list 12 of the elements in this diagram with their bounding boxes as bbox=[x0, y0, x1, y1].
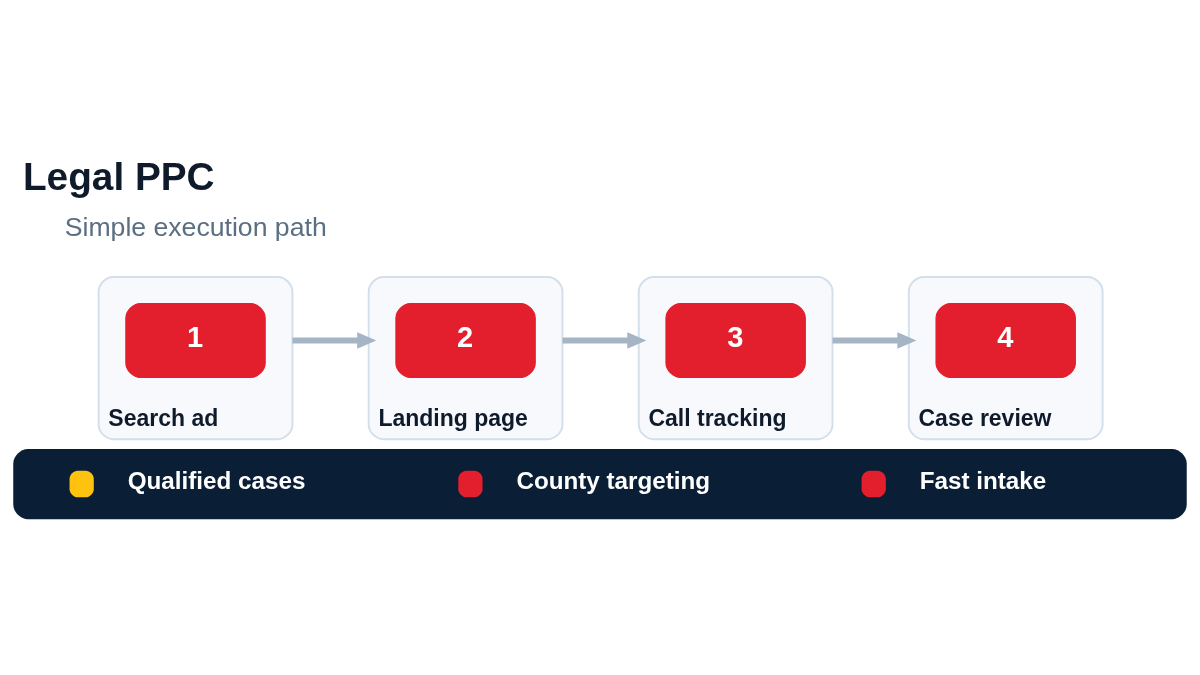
node-box: 3 bbox=[665, 303, 806, 379]
legend-label: Qualified cases bbox=[127, 466, 306, 494]
arrow bbox=[292, 332, 377, 349]
diagram-title: Legal PPC bbox=[22, 155, 215, 199]
node-box: 1 bbox=[125, 303, 266, 379]
label: Simple execution path bbox=[64, 212, 327, 243]
legend-label: County targeting bbox=[516, 466, 711, 494]
arrow bbox=[832, 332, 917, 349]
arrow bbox=[562, 332, 647, 349]
node-box: 4 bbox=[935, 303, 1076, 379]
legend-label: Fast intake bbox=[919, 466, 1047, 494]
node-box: 2 bbox=[395, 303, 536, 379]
